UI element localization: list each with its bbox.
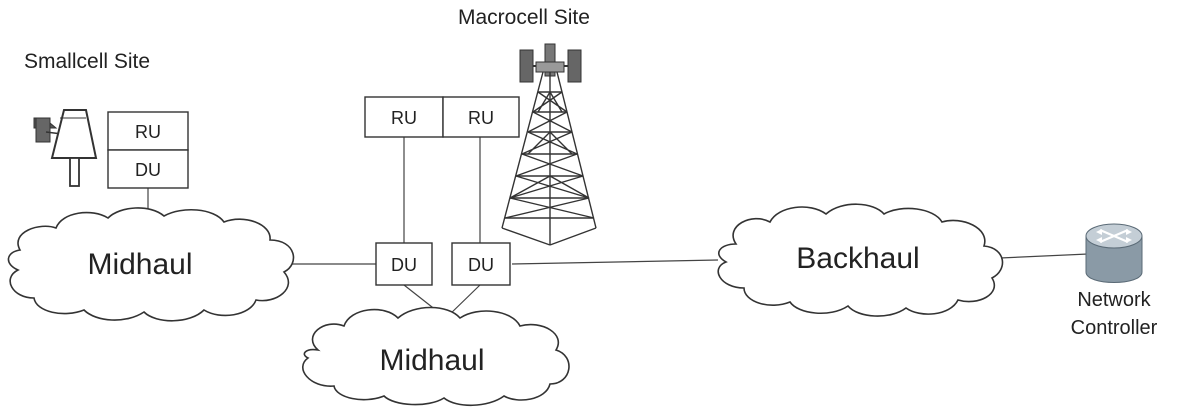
midhaul-bottom-label: Midhaul — [379, 344, 484, 377]
backhaul-cloud: Backhaul — [717, 203, 1004, 317]
midhaul-bottom-cloud: Midhaul — [302, 306, 570, 407]
macrocell-site-title: Macrocell Site — [458, 6, 590, 29]
macro-du-left-box — [375, 242, 433, 286]
smallcell-ru-label: RU — [135, 122, 161, 142]
backhaul-label: Backhaul — [796, 242, 919, 275]
smallcell-site-title: Smallcell Site — [24, 50, 150, 73]
midhaul-left-cloud: Midhaul — [7, 207, 295, 322]
router-icon — [1085, 223, 1143, 283]
network-controller-label-line1: Network — [1077, 289, 1151, 311]
macro-ru-left-label: RU — [391, 108, 417, 128]
link-du-right-backhaul — [511, 259, 719, 265]
smallcell-du-box — [107, 149, 189, 189]
link-backhaul-controller — [999, 253, 1089, 259]
macro-ru-right-box — [442, 96, 520, 138]
macro-ru-right-label: RU — [468, 108, 494, 128]
macro-ru-left-box — [364, 96, 444, 138]
macro-du-right-box — [451, 242, 511, 286]
smallcell-antenna-icon — [33, 109, 98, 187]
macro-du-left-label: DU — [391, 255, 417, 275]
network-controller-label-line2: Controller — [1071, 317, 1158, 339]
midhaul-left-label: Midhaul — [87, 248, 192, 281]
macro-du-right-label: DU — [468, 255, 494, 275]
smallcell-du-label: DU — [135, 160, 161, 180]
macrocell-tower-icon — [501, 43, 597, 246]
